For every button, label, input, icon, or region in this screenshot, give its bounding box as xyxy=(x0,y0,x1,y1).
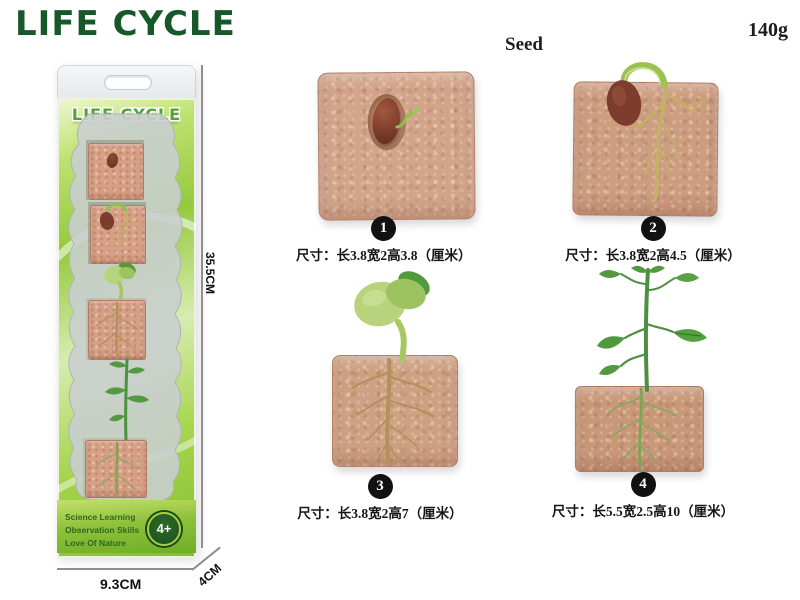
depth-dimension-label: 4CM xyxy=(195,561,225,590)
soil-block-3 xyxy=(332,355,458,467)
tagline-line-2: Observation Skills xyxy=(65,525,140,535)
tagline-line-3: Love Of Nature xyxy=(65,538,126,548)
tiny-sprout-icon xyxy=(395,108,420,129)
germination-figure xyxy=(606,62,706,202)
stage-number-badge-3: 3 xyxy=(367,474,393,499)
mini-roots-4 xyxy=(96,441,138,495)
mini-germination-figure xyxy=(99,203,141,246)
size-caption-4: 尺寸：长5.5宽2.5高10（厘米） xyxy=(551,504,735,519)
height-dimension-line xyxy=(201,65,203,548)
stage-photo-3-sprout xyxy=(318,258,468,470)
stage-number-badge-2: 2 xyxy=(640,216,666,241)
stage-label-3: 3 尺寸：长3.8宽2高7（厘米） xyxy=(295,474,465,522)
roots-figure-3 xyxy=(351,358,434,464)
page-title: LIFE CYCLE xyxy=(15,4,236,44)
soil-block-4 xyxy=(575,386,704,472)
weight-label: 140g xyxy=(748,19,788,41)
plant-figure xyxy=(597,265,707,392)
mini-soil-block-4 xyxy=(85,440,147,498)
stage-number-badge-4: 4 xyxy=(630,472,656,497)
soil-block-1 xyxy=(317,71,476,221)
roots-figure-4 xyxy=(607,387,677,471)
stage-label-4: 4 尺寸：长5.5宽2.5高10（厘米） xyxy=(538,472,748,520)
stage-label-2: 2 尺寸：长3.8宽2高4.5（厘米） xyxy=(558,216,748,264)
hang-hole xyxy=(104,75,152,90)
size-caption-1: 尺寸：长3.8宽2高3.8（厘米） xyxy=(296,248,472,263)
mini-plant-figure xyxy=(105,358,149,442)
stage-number-badge-1: 1 xyxy=(371,216,396,241)
height-dimension-label: 35.5CM xyxy=(203,252,217,295)
size-caption-2: 尺寸：长3.8宽2高4.5（厘米） xyxy=(565,248,741,263)
stage-photo-2-germination xyxy=(565,58,725,223)
seed-label: Seed xyxy=(505,34,543,55)
size-caption-3: 尺寸：长3.8宽2高7（厘米） xyxy=(297,506,463,521)
tagline-line-1: Science Learning xyxy=(65,512,136,522)
mini-sprout-figure xyxy=(104,262,136,303)
hang-tab xyxy=(57,65,196,99)
width-dimension-label: 9.3CM xyxy=(100,576,142,592)
stage-label-1: 1 尺寸：长3.8宽2高3.8（厘米） xyxy=(296,216,472,264)
package-footer: Science Learning Observation Skills Love… xyxy=(57,500,196,553)
sprout-figure xyxy=(354,271,430,362)
mini-roots-3 xyxy=(96,301,138,357)
product-package: LIFE CYCLE xyxy=(57,65,196,558)
stage-photo-4-young-plant xyxy=(553,262,753,474)
stage-photo-1-seed xyxy=(310,64,480,224)
mini-soil-block-3 xyxy=(88,300,146,360)
mini-soil-block-1 xyxy=(88,143,144,200)
age-badge: 4+ xyxy=(147,512,181,546)
width-dimension-line xyxy=(57,568,193,570)
